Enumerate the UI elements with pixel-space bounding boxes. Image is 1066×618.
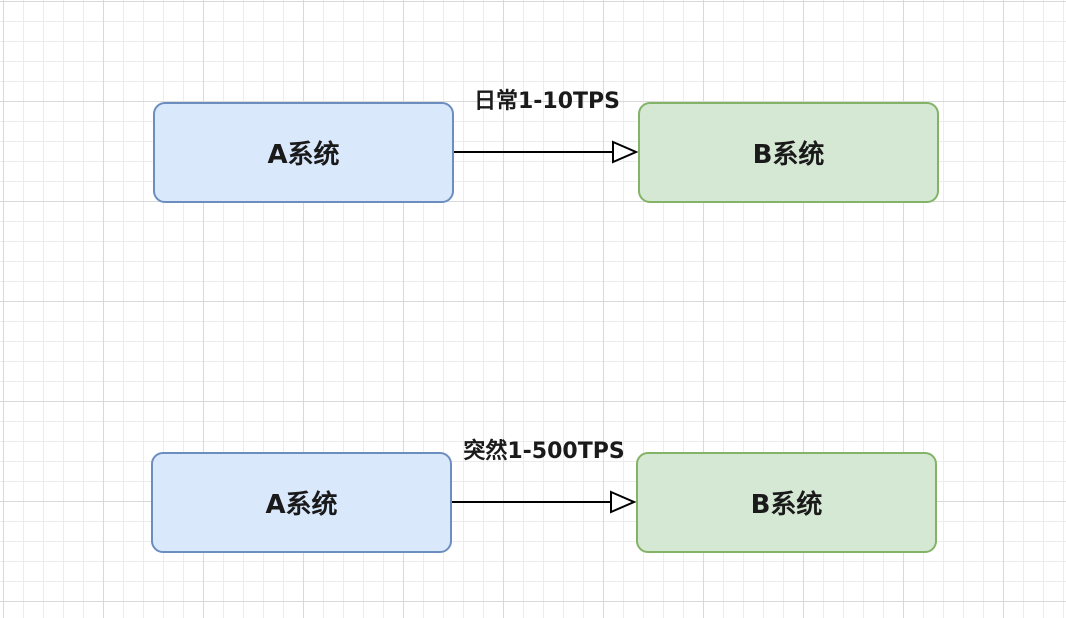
flow-2-edge-label: 突然1-500TPS — [463, 439, 625, 464]
flow-2-target-label: B系统 — [750, 490, 823, 520]
flow-2-target-node[interactable]: B系统 — [636, 452, 937, 553]
flow-1-target-label: B系统 — [752, 140, 825, 170]
flow-1-edge[interactable] — [454, 140, 639, 164]
flow-2-source-label: A系统 — [265, 490, 338, 520]
flow-1-arrowhead-icon — [612, 140, 639, 164]
flow-2-source-node[interactable]: A系统 — [151, 452, 452, 553]
flow-1-edge-label: 日常1-10TPS — [473, 89, 621, 114]
flow-1-target-node[interactable]: B系统 — [638, 102, 939, 203]
flow-1-source-label: A系统 — [267, 140, 340, 170]
flow-1-source-node[interactable]: A系统 — [153, 102, 454, 203]
flow-2-edge[interactable] — [452, 490, 637, 514]
flow-2-arrowhead-icon — [610, 490, 637, 514]
